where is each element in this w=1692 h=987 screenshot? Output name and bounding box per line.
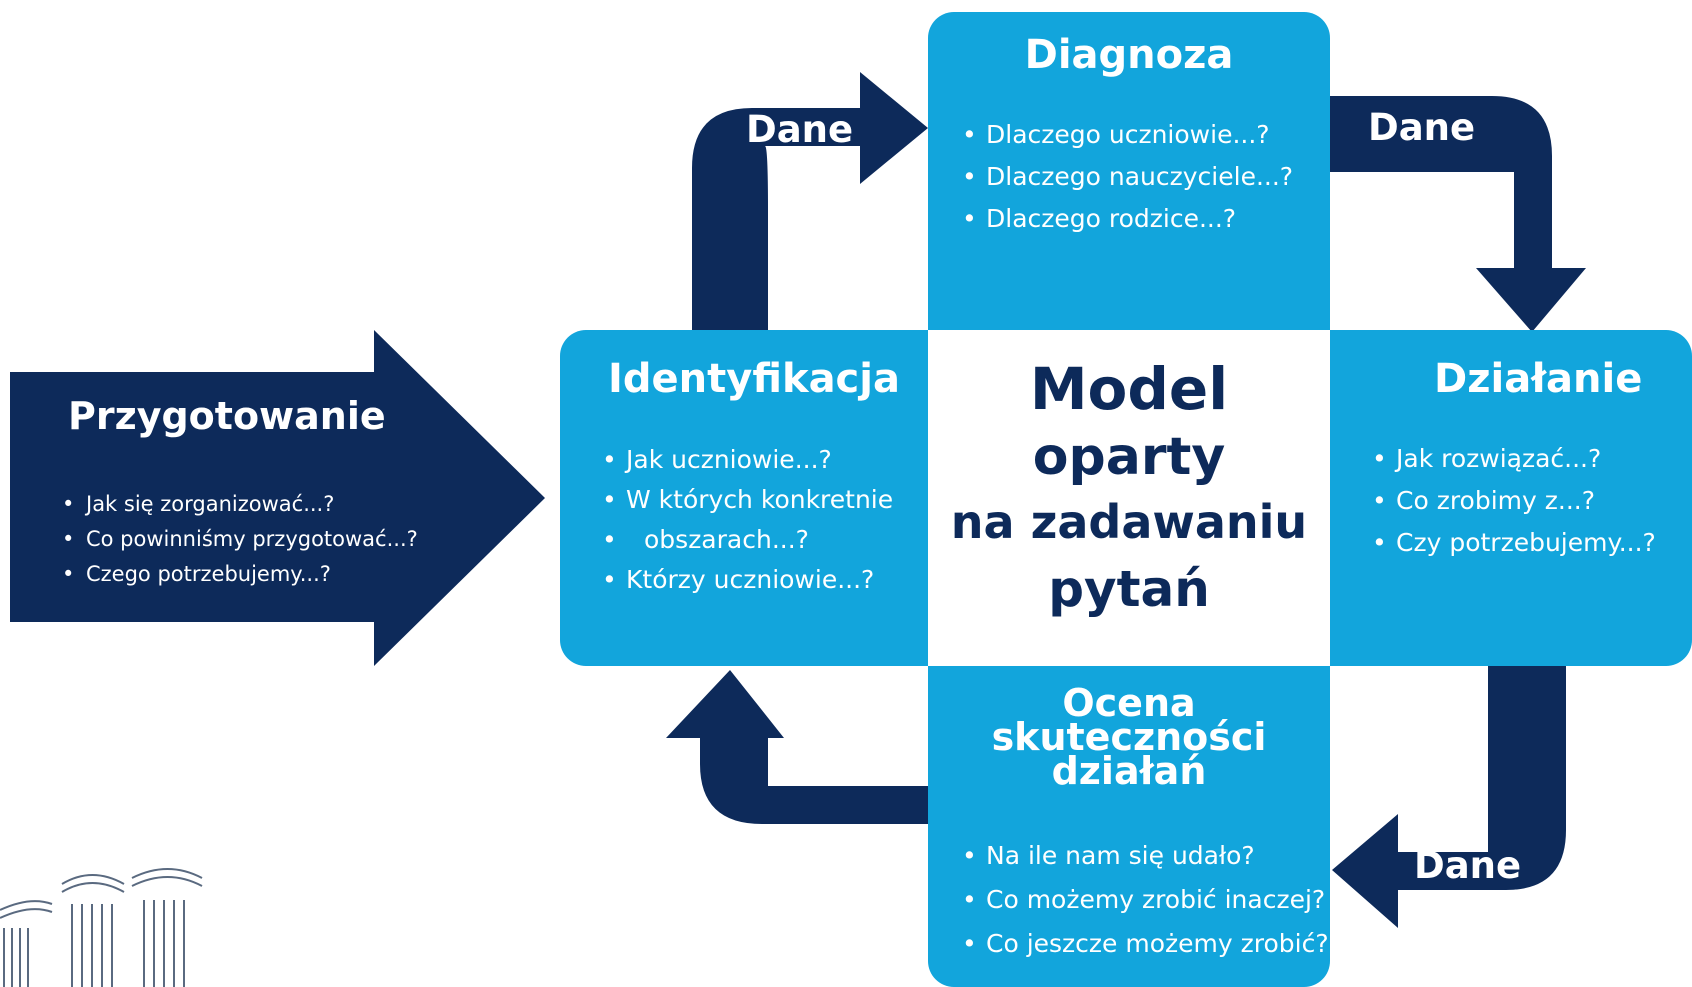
center-box	[928, 330, 1330, 666]
list-item: Co powinniśmy przygotować...?	[62, 522, 418, 557]
center-title-line: Model	[1029, 355, 1229, 423]
diagnosis-title: Diagnoza	[1024, 32, 1234, 78]
action-title: Działanie	[1434, 356, 1643, 402]
preparation-title: Przygotowanie	[68, 394, 386, 438]
evaluation-title-line: skuteczności	[991, 715, 1267, 759]
list-item: Dlaczego rodzice...?	[962, 198, 1293, 240]
action-list: Jak rozwiązać...? Co zrobimy z...? Czy p…	[1372, 438, 1656, 564]
columns-logo-icon	[0, 868, 203, 987]
list-item: Co możemy zrobić inaczej?	[962, 878, 1329, 922]
arrow-label-top-right: Dane	[1368, 106, 1476, 149]
center-title-line: pytań	[1048, 560, 1210, 618]
identification-list: Jak uczniowie...? W których konkretnie o…	[602, 440, 893, 600]
center-title-line: oparty	[1032, 427, 1226, 487]
list-item: Czy potrzebujemy...?	[1372, 522, 1656, 564]
arrow-label-bottom-right: Dane	[1414, 844, 1522, 887]
list-item: Dlaczego uczniowie...?	[962, 114, 1293, 156]
arrow-bottom-left	[666, 670, 930, 824]
center-title-line: na zadawaniu	[950, 495, 1308, 549]
arrow-label-bottom-left: Dane	[794, 844, 902, 887]
list-item: Czego potrzebujemy...?	[62, 557, 418, 592]
evaluation-title: Ocena skuteczności działań	[928, 681, 1330, 793]
evaluation-title-line: Ocena	[1062, 681, 1196, 725]
arrow-bottom-right	[1332, 666, 1566, 928]
list-item: Jak się zorganizować...?	[62, 487, 418, 522]
arrow-label-top-left: Dane	[746, 108, 854, 151]
identification-title: Identyfikacja	[608, 356, 900, 402]
list-item: Co jeszcze możemy zrobić?	[962, 922, 1329, 966]
evaluation-title-line: działań	[1051, 749, 1207, 793]
arrow-top-left	[692, 72, 928, 330]
diagnosis-list: Dlaczego uczniowie...? Dlaczego nauczyci…	[962, 114, 1293, 240]
preparation-list: Jak się zorganizować...? Co powinniśmy p…	[62, 487, 418, 592]
arrow-top-right	[1330, 96, 1586, 332]
list-item: Którzy uczniowie...?	[602, 560, 893, 600]
list-item: Jak rozwiązać...?	[1372, 438, 1656, 480]
center-title: Model oparty na zadawaniu pytań	[928, 354, 1330, 624]
list-item: Na ile nam się udało?	[962, 834, 1329, 878]
evaluation-list: Na ile nam się udało? Co możemy zrobić i…	[962, 834, 1329, 966]
list-item-continuation: obszarach...?	[602, 520, 893, 560]
list-item: Co zrobimy z...?	[1372, 480, 1656, 522]
list-item: Jak uczniowie...?	[602, 440, 893, 480]
list-item: Dlaczego nauczyciele...?	[962, 156, 1293, 198]
list-item: W których konkretnie	[602, 480, 893, 520]
